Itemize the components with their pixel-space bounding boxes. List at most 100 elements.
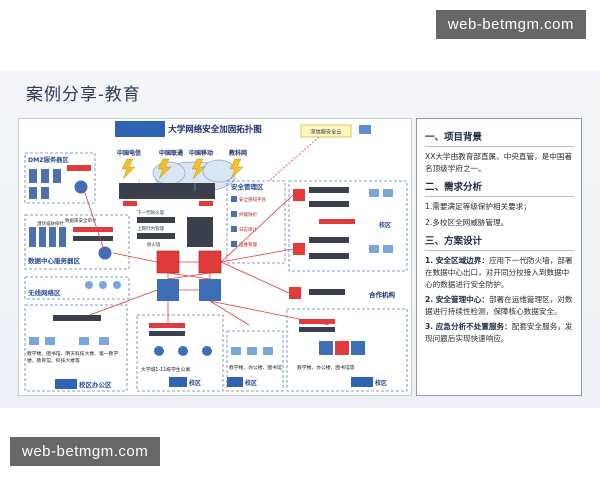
bottom-left-text: 教学楼、图书馆、明天科技大楼、第一教学楼、教育馆、科技大楼等 xyxy=(27,352,119,364)
design-item-label: 2. 安全管理中心： xyxy=(425,295,489,304)
device-label-log: 日志审计 xyxy=(239,226,257,233)
carrier-unicom: 中国联通 xyxy=(159,149,183,157)
design-item-text: 部署在运维管理区，对数据进行持续性检测，保障核心数据安全。 xyxy=(425,295,573,316)
design-item-label: 3. 应急分析不处置服务： xyxy=(425,322,512,331)
threat-probe-box xyxy=(299,319,335,324)
campus-tag xyxy=(169,377,187,387)
slide-title: 案例分享-教育 xyxy=(26,85,141,105)
zone-campus-bottom-3-label: 校区 xyxy=(375,379,387,387)
switch-icon xyxy=(178,346,188,356)
zone-datacenter xyxy=(24,214,130,270)
zone-teaching-office-tag xyxy=(55,379,77,389)
campus-tag xyxy=(351,377,373,387)
topology-diagram: 大学网络安全加固拓扑图 中国电信 中国联通 中国移动 教科网 xyxy=(18,118,412,396)
section-heading: 二、需求分析 xyxy=(425,182,483,193)
server-icon xyxy=(29,169,37,183)
appliance-box xyxy=(73,236,113,241)
carrier-telecom: 中国电信 xyxy=(117,149,141,157)
section-paragraph: 1.需要满足等级保护相关要求； xyxy=(425,202,531,211)
appliance-box xyxy=(299,327,335,332)
device-icon xyxy=(231,226,237,232)
diagram-title-box xyxy=(115,121,165,137)
carrier-cernet: 教科网 xyxy=(228,149,247,157)
switch-icon xyxy=(351,341,365,355)
design-item-text: 应用下一代防火墙，部署在数据中心出口，对开同分校接入到数据中心的数据进行安全防护… xyxy=(425,256,573,289)
section-heading: 三、方案设计 xyxy=(425,236,483,247)
section-divider xyxy=(425,146,574,147)
design-item: 3. 应急分析不处置服务：配套安全服务，发现问题后实现快速响应。 xyxy=(425,321,574,345)
server-icon xyxy=(59,227,66,247)
server-icon xyxy=(29,187,37,199)
zone-campus-right-label: 校区 xyxy=(379,221,391,229)
appliance-box xyxy=(53,315,101,321)
section-heading: 一、项目背景 xyxy=(425,132,483,143)
core-switch-icon xyxy=(157,279,179,301)
ngfw-box xyxy=(137,217,175,223)
dmz-waf-box xyxy=(67,165,91,171)
zone-campus-bottom-2-label: 校区 xyxy=(245,379,257,387)
server-icon xyxy=(41,169,49,183)
carrier-mobile: 中国移动 xyxy=(189,149,213,157)
cloud-service-label: 深信服安全云 xyxy=(310,128,341,136)
topology-svg: 大学网络安全加固拓扑图 中国电信 中国联通 中国移动 教科网 xyxy=(24,121,408,392)
server-icon xyxy=(49,227,56,247)
diagram-title: 大学网络安全加固拓扑图 xyxy=(168,124,262,135)
watermark-top: web-betmgm.com xyxy=(435,10,586,39)
appliance-box xyxy=(309,237,349,243)
pc-icon xyxy=(79,337,89,345)
pc-icon xyxy=(369,245,379,253)
bottom-right-text-1: 教学楼、办公楼、图书馆 xyxy=(229,364,282,371)
appliance-box xyxy=(309,289,345,295)
router-icon xyxy=(289,287,301,299)
router-icon xyxy=(293,189,305,201)
zone-campus-bottom-1-label: 校区 xyxy=(189,379,201,387)
coop-label: 合作机构 xyxy=(368,290,396,299)
threat-probe-box xyxy=(149,323,185,328)
zone-campus-bottom-3 xyxy=(286,308,408,392)
ap-icon xyxy=(113,281,121,289)
threat-probe-box xyxy=(73,227,113,232)
pc-icon xyxy=(369,189,379,197)
section-divider xyxy=(425,196,574,197)
device-label-terminal: 终端防护 xyxy=(239,211,257,218)
switch-icon xyxy=(319,341,333,355)
design-item: 1. 安全区域边界：应用下一代防火墙，部署在数据中心出口，对开同分校接入到数据中… xyxy=(425,255,574,291)
device-label-probe: 潜伏威胁探针 xyxy=(37,220,64,227)
device-label-fw: 防火墙 xyxy=(147,241,161,248)
fw-box xyxy=(123,201,137,206)
ap-icon xyxy=(85,281,93,289)
zone-security-mgmt-label: 安全管理区 xyxy=(231,182,264,191)
appliance-box xyxy=(309,253,349,259)
campus-tag xyxy=(227,377,243,387)
section-paragraph: XX大学由教育部直属、中央直管，是中国著名顶级学府之一。 xyxy=(425,152,573,173)
switch-icon xyxy=(154,346,164,356)
pc-icon xyxy=(263,347,273,355)
slide: 案例分享-教育 大学网络安全加固拓扑图 中国电信 中国联通 中国移动 教科网 xyxy=(0,70,600,408)
design-item-text: 配套安全服务，发现问题后实现快速响应。 xyxy=(425,322,573,343)
server-icon xyxy=(29,227,36,247)
zone-teaching-office xyxy=(24,304,128,392)
zone-wireless-label: 无线网络区 xyxy=(27,288,61,297)
behavior-box xyxy=(137,233,175,239)
device-icon xyxy=(231,211,237,217)
server-icon xyxy=(39,227,46,247)
zone-campus-bottom-2 xyxy=(226,330,284,392)
section-divider xyxy=(425,250,574,251)
laptop-icon xyxy=(359,125,371,134)
core-switch-icon xyxy=(199,279,221,301)
device-label-behavior: 上网行为管理 xyxy=(137,225,164,232)
device-icon xyxy=(231,196,237,202)
core-switch-icon xyxy=(198,250,222,274)
core-switch-icon xyxy=(156,250,180,274)
zone-dmz-label: DMZ服务器区 xyxy=(28,156,69,164)
router-icon xyxy=(293,243,305,255)
edge-router-box xyxy=(119,183,215,199)
router-icon xyxy=(335,341,349,355)
pc-icon xyxy=(45,337,55,345)
server-icon xyxy=(53,169,61,183)
pc-icon xyxy=(383,245,393,253)
bolt-icon xyxy=(229,158,244,180)
pc-icon xyxy=(99,337,109,345)
zone-campus-right xyxy=(288,180,408,272)
switch-icon xyxy=(73,179,89,195)
